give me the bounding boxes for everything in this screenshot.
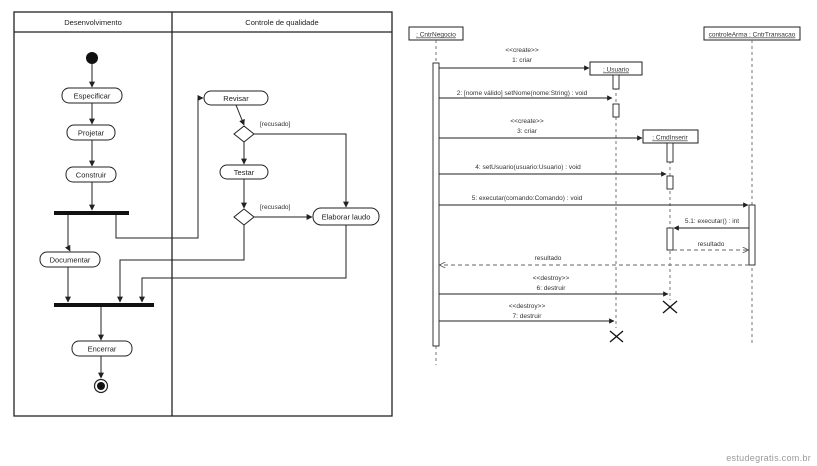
action-projetar (66, 124, 116, 141)
label-revisar: Revisar (223, 94, 249, 103)
activation-cmdinserir-1 (666, 142, 674, 163)
msg-1-stereotype: <<create>> (505, 47, 538, 54)
watermark: estudegratis.com.br (726, 453, 811, 463)
activation-cmdinserir-3 (666, 227, 674, 251)
decision-node-2 (233, 208, 255, 226)
msg-5-1-return-label: resultado (698, 241, 725, 248)
lane-title-desenvolvimento: Desenvolvimento (64, 18, 122, 27)
msg-1-label: 1: criar (512, 57, 533, 64)
msg-6-label: 6: destruir (537, 285, 567, 292)
lifeline-label-usuario: : Usuario (603, 67, 629, 74)
activation-usuario-2 (612, 103, 620, 118)
sequence-diagram (408, 26, 801, 365)
label-encerrar: Encerrar (88, 345, 117, 354)
destroy-mark-cmdinserir (662, 300, 678, 314)
lifelines (435, 40, 753, 365)
msg-6-stereotype: <<destroy>> (533, 275, 570, 282)
decision-node-1 (233, 125, 255, 143)
activation-cntrnegocio (432, 62, 440, 347)
lifeline-label-cntrtransacao: controleArma : CntrTransacao (709, 32, 796, 39)
lane-title-controle-qualidade: Controle de qualidade (245, 18, 318, 27)
action-construir (65, 166, 117, 183)
msg-2-label: 2: [nome válido] setNome(nome:String) : … (457, 90, 588, 97)
initial-node (86, 52, 98, 64)
msg-3-label: 3: criar (517, 128, 538, 135)
action-encerrar (71, 340, 133, 357)
label-projetar: Projetar (78, 129, 105, 138)
label-documentar: Documentar (50, 256, 91, 265)
activation-cmdinserir-2 (666, 175, 674, 190)
msg-5-label: 5: executar(comando:Comando) : void (472, 195, 583, 202)
label-construir: Construir (76, 171, 107, 180)
activity-labels: Desenvolvimento Controle de qualidade Es… (50, 18, 371, 354)
lifeline-label-cntrnegocio: : CntrNegocio (416, 32, 456, 39)
msg-7-label: 7: destruir (513, 313, 543, 320)
activity-frame (13, 11, 393, 417)
final-node-inner (97, 382, 105, 390)
sequence-messages (439, 65, 749, 324)
activation-usuario-1 (612, 74, 620, 90)
msg-7-stereotype: <<destroy>> (509, 303, 546, 310)
label-elaborar-laudo: Elaborar laudo (322, 213, 371, 222)
activity-diagram (13, 11, 393, 417)
msg-5-1-label: 5.1: executar() : int (685, 218, 739, 225)
msg-4-label: 4: setUsuario(usuario:Usuario) : void (475, 164, 581, 171)
activity-flows (64, 64, 349, 379)
guard-recusado-2: [recusado] (260, 204, 291, 211)
fork-bar (54, 211, 129, 215)
lifeline-label-cmdinserir: : CmdInserir (652, 135, 688, 142)
activation-cntrtransacao (748, 204, 756, 266)
msg-3-stereotype: <<create>> (510, 118, 543, 125)
destroy-mark-usuario (609, 330, 624, 343)
join-bar (54, 303, 154, 307)
action-documentar (39, 251, 101, 268)
msg-5-return-label: resultado (535, 255, 562, 262)
guard-recusado-1: [recusado] (260, 121, 291, 128)
label-especificar: Especificar (74, 92, 111, 101)
sequence-labels: : CntrNegocio : Usuario : CmdInserir con… (416, 32, 796, 321)
label-testar: Testar (234, 168, 255, 177)
